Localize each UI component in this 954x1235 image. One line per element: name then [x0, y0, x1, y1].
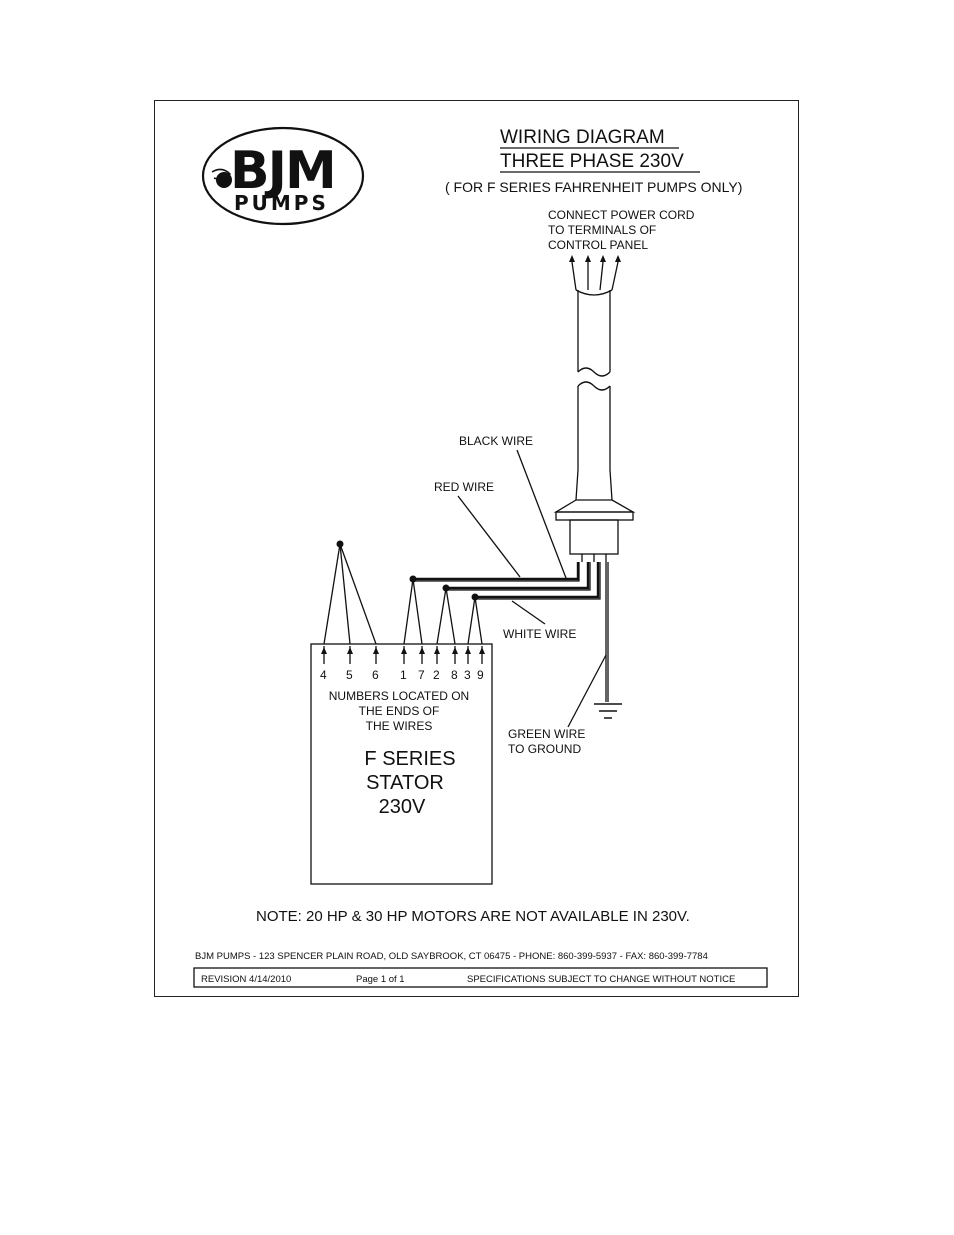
- company-address: BJM PUMPS - 123 SPENCER PLAIN ROAD, OLD …: [195, 951, 708, 962]
- subtitle: ( FOR F SERIES FAHRENHEIT PUMPS ONLY): [445, 179, 742, 195]
- green-wire-label-2: TO GROUND: [508, 742, 581, 756]
- terminal-number: 3: [464, 668, 471, 682]
- terminal-number: 7: [418, 668, 425, 682]
- white-wire-label: WHITE WIRE: [503, 627, 576, 641]
- red-wire-label: RED WIRE: [434, 480, 494, 494]
- title-line-2: THREE PHASE 230V: [500, 151, 684, 172]
- page-label: Page 1 of 1: [356, 974, 405, 985]
- terminal-number: 9: [477, 668, 484, 682]
- title-line-1: WIRING DIAGRAM: [500, 127, 665, 148]
- power-cord-label-2: TO TERMINALS OF: [548, 223, 656, 237]
- terminal-group-1-7: [403, 575, 423, 645]
- terminal-group-4-5-6: [323, 540, 377, 645]
- footer-box: [193, 967, 768, 988]
- bjm-logo: BJM PUMPS: [201, 126, 365, 226]
- logo-dot-icon: [216, 172, 232, 188]
- availability-note: NOTE: 20 HP & 30 HP MOTORS ARE NOT AVAIL…: [256, 908, 690, 925]
- terminal-group-2-8: [436, 584, 456, 645]
- spec-notice: SPECIFICATIONS SUBJECT TO CHANGE WITHOUT…: [467, 974, 735, 985]
- terminal-number: 4: [320, 668, 327, 682]
- black-wire: [413, 562, 580, 582]
- power-cord-label-3: CONTROL PANEL: [548, 238, 648, 252]
- stator-label-1: F SERIES: [364, 748, 455, 770]
- black-wire-leader: [516, 449, 567, 579]
- terminal-group-3-9: [467, 593, 483, 645]
- stator-label-3: 230V: [379, 796, 426, 818]
- power-cord-label-1: CONNECT POWER CORD: [548, 208, 695, 222]
- logo-sub: PUMPS: [234, 191, 329, 215]
- terminal-number: 1: [400, 668, 407, 682]
- white-wire: [475, 562, 601, 600]
- numbers-note-3: THE WIRES: [366, 719, 433, 733]
- terminal-arrows: [321, 646, 485, 664]
- terminal-number: 2: [433, 668, 440, 682]
- numbers-note-1: NUMBERS LOCATED ON: [329, 689, 469, 703]
- terminal-number: 8: [451, 668, 458, 682]
- revision-label: REVISION 4/14/2010: [201, 974, 291, 985]
- white-wire-leader: [511, 600, 546, 625]
- red-wire-leader: [457, 495, 521, 578]
- red-wire: [446, 562, 591, 591]
- green-wire: [605, 562, 609, 702]
- terminal-number: 6: [372, 668, 379, 682]
- stator-box: [310, 643, 493, 885]
- green-wire-label-1: GREEN WIRE: [508, 727, 585, 741]
- logo-ellipse: [201, 126, 365, 226]
- numbers-note-2: THE ENDS OF: [359, 704, 440, 718]
- drawing-sheet: [154, 100, 799, 997]
- power-cord: [553, 289, 636, 562]
- green-wire-leader: [567, 654, 607, 728]
- terminal-number: 5: [346, 668, 353, 682]
- black-wire-label: BLACK WIRE: [459, 434, 533, 448]
- cord-top-leads: [569, 255, 621, 291]
- stator-label-2: STATOR: [366, 772, 444, 794]
- ground-icon: [594, 703, 622, 719]
- logo-brand: BJM: [230, 141, 335, 201]
